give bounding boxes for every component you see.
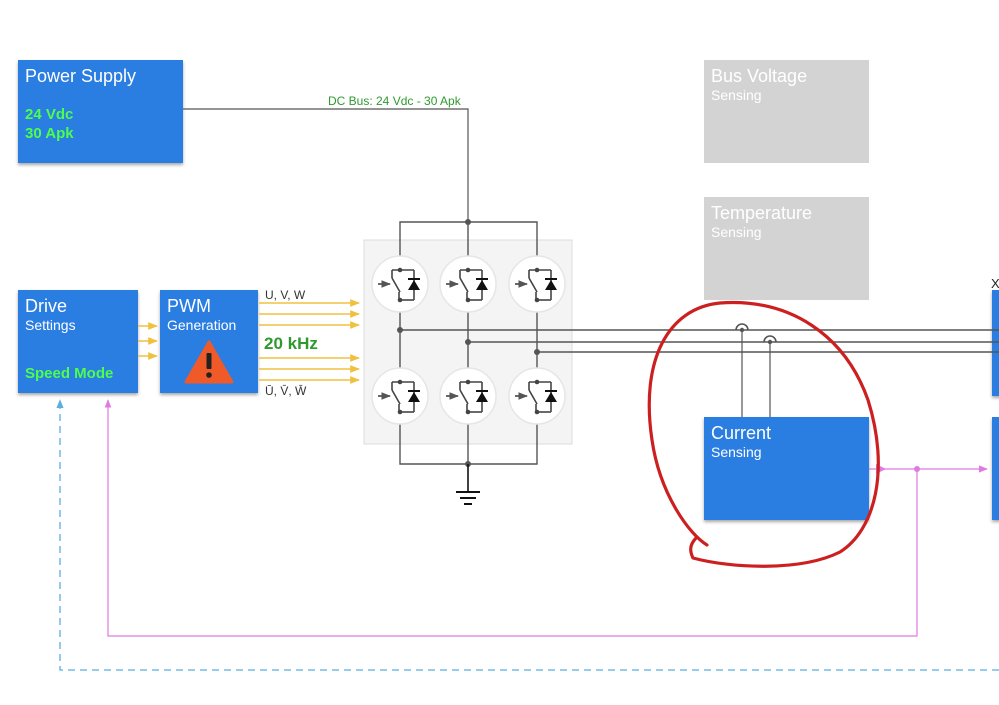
transistor-icon: [509, 368, 565, 424]
current-sub: Sensing: [711, 444, 762, 460]
transistor-icon: [372, 256, 428, 312]
ground-icon: [456, 464, 480, 505]
bus-voltage-sub: Sensing: [711, 87, 762, 103]
frequency-label: 20 kHz: [264, 334, 318, 353]
pwm-sub: Generation: [167, 317, 237, 333]
temperature-sensing-block[interactable]: Temperature Sensing: [704, 197, 869, 300]
current-sensing-block[interactable]: Current Sensing: [704, 417, 869, 520]
current-sensor-v: [763, 335, 777, 417]
transistor-icon: [440, 256, 496, 312]
bus-voltage-title: Bus Voltage: [711, 66, 808, 86]
bus-voltage-sensing-block[interactable]: Bus Voltage Sensing: [704, 60, 869, 163]
warning-icon: [184, 340, 234, 384]
drive-sub: Settings: [25, 317, 76, 333]
current-title: Current: [711, 423, 772, 443]
speed-feedback-line: [56, 399, 999, 671]
drive-settings-block[interactable]: Drive Settings Speed Mode: [18, 290, 138, 393]
pwm-lower-label: Ū, V̄, W̄: [265, 384, 307, 398]
power-supply-current: 30 Apk: [25, 125, 74, 142]
current-feedback-line: [104, 399, 918, 637]
transistor-icon: [440, 368, 496, 424]
power-supply-block[interactable]: Power Supply 24 Vdc 30 Apk: [18, 60, 183, 163]
pwm-upper-label: U, V, W: [265, 288, 306, 302]
power-supply-title: Power Supply: [25, 66, 137, 86]
dc-bus-label: DC Bus: 24 Vdc - 30 Apk: [328, 94, 462, 108]
output-block-edge[interactable]: [992, 417, 999, 520]
pwm-title: PWM: [167, 296, 211, 316]
transistor-icon: [509, 256, 565, 312]
temperature-title: Temperature: [711, 203, 813, 223]
current-sensor-u: [735, 323, 749, 417]
motor-block-edge[interactable]: [992, 290, 999, 396]
temperature-sub: Sensing: [711, 224, 762, 240]
edge-label: X: [991, 276, 999, 291]
power-supply-voltage: 24 Vdc: [25, 106, 74, 123]
transistor-icon: [372, 368, 428, 424]
annotation-circle: [647, 300, 880, 568]
drive-mode: Speed Mode: [25, 365, 114, 382]
drive-title: Drive: [25, 296, 68, 316]
dc-bus-wire: [183, 108, 469, 222]
